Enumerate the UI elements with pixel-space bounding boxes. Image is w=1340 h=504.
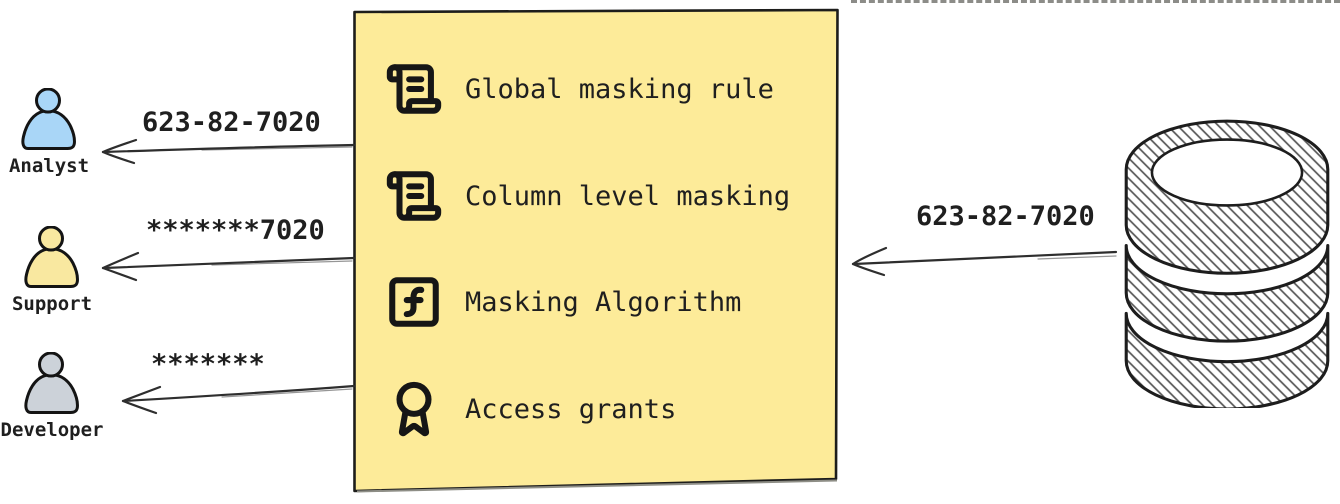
award-icon bbox=[396, 381, 432, 437]
panel-background bbox=[353, 8, 839, 493]
value-label-analyst: 623-82-7020 bbox=[142, 107, 321, 138]
database-icon bbox=[1124, 119, 1330, 408]
arrow-panel-to-developer bbox=[121, 384, 356, 415]
arrow-panel-to-analyst bbox=[101, 138, 356, 165]
persona-label: Developer bbox=[0, 419, 104, 441]
panel-item-label: Masking Algorithm bbox=[465, 286, 742, 318]
person-icon bbox=[24, 352, 79, 414]
panel-item: Column level masking bbox=[385, 167, 790, 225]
value-label-developer: ******* bbox=[151, 349, 265, 380]
dashed-top-line bbox=[851, 0, 1340, 3]
persona-developer: Developer bbox=[0, 352, 112, 440]
panel-bottom-sketch-line bbox=[356, 479, 838, 493]
person-icon bbox=[21, 88, 76, 150]
persona-label: Support bbox=[11, 293, 93, 315]
value-label-support: *******7020 bbox=[146, 215, 325, 246]
persona-label: Analyst bbox=[8, 155, 90, 177]
scroll-text-icon bbox=[386, 64, 442, 114]
panel-item: Masking Algorithm bbox=[385, 273, 741, 331]
panel-item-label: Global masking rule bbox=[465, 73, 774, 105]
value-label-database: 623-82-7020 bbox=[916, 201, 1095, 232]
arrow-panel-to-support bbox=[101, 251, 356, 282]
square-function-icon bbox=[389, 277, 439, 327]
panel-item-label: Column level masking bbox=[465, 180, 791, 212]
panel-item: Global masking rule bbox=[385, 60, 774, 118]
persona-analyst: Analyst bbox=[0, 88, 109, 176]
persona-support: Support bbox=[0, 226, 112, 314]
scroll-text-icon bbox=[386, 171, 442, 221]
panel-item-label: Access grants bbox=[465, 393, 677, 425]
panel-item: Access grants bbox=[385, 380, 676, 438]
masking-panel: Global masking rule Column level masking… bbox=[352, 8, 840, 494]
arrow-database-to-panel bbox=[851, 246, 1118, 277]
person-icon bbox=[24, 226, 79, 288]
